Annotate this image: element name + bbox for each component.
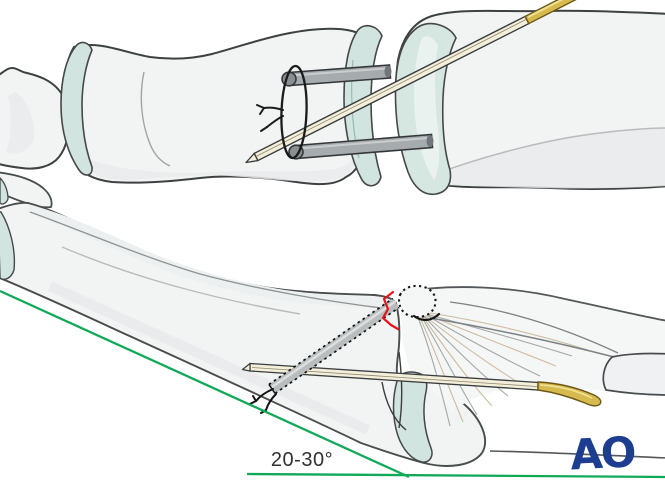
annotations: 20-30° AO [0, 289, 665, 480]
joint-capsule-line-2 [381, 381, 407, 431]
dorsal-soft-tissue-outline [401, 286, 665, 322]
fracture-line [381, 290, 400, 331]
knot-tail-3 [260, 126, 268, 132]
fan-line [422, 312, 573, 357]
dashed-pin-highlight [271, 299, 397, 389]
knot-strand-2 [266, 115, 284, 128]
angle-line-horizontal [246, 472, 665, 479]
dashed-pin-edge-2 [274, 306, 400, 395]
cartilage-sliver-upper [0, 177, 9, 205]
knot-strand-2 [265, 393, 277, 411]
extensor-band-fill [28, 205, 394, 310]
knot-tail-1 [249, 400, 257, 405]
metacarpal-shaft [602, 352, 665, 396]
phalanx-interior-highlight [61, 246, 301, 315]
phalanx-volar-shading [47, 281, 371, 435]
upper-fixation-pin [281, 64, 392, 87]
middle-bone-shading [84, 148, 360, 182]
cartilage-left-joint [60, 41, 93, 176]
gold-end-highlight [539, 384, 593, 399]
knot-tail-1 [256, 104, 265, 109]
angle-label: 20-30° [271, 449, 333, 471]
wire-knot-lower [249, 388, 277, 414]
left-bone [0, 66, 71, 170]
joint-capsule-line-1 [398, 351, 403, 429]
cartilage-sliver-base [0, 211, 16, 280]
fan-line [417, 309, 493, 407]
k-wire-gold-end [524, 0, 577, 25]
bottom-illustration [0, 171, 665, 467]
right-bone-shading [420, 128, 665, 189]
k-wire-midline [255, 19, 527, 157]
tendon-edge-lower [429, 317, 615, 358]
avulsion-fragment-dotted [397, 284, 437, 319]
knot-strand-1 [263, 106, 284, 111]
bent-gold-wire-end [537, 381, 602, 407]
middle-bone-interior-line [140, 71, 171, 167]
tendon-edge-upper [449, 301, 619, 354]
oblique-k-wire [245, 0, 577, 164]
upper-pin-highlight [291, 67, 387, 77]
cerclage-wire-loop [280, 64, 308, 160]
knot-tail-2 [252, 395, 257, 402]
cerclage-knot [256, 104, 284, 132]
right-bone-highlight-curve [419, 127, 665, 181]
adjacent-bone-piece [0, 171, 53, 209]
fan-line [423, 311, 589, 351]
knot-tail-2 [259, 107, 265, 115]
extensor-band-edge [29, 211, 391, 310]
fragment-solid-arc [412, 312, 441, 321]
axial-k-wire [241, 362, 602, 407]
k-wire-gold-highlight [527, 0, 564, 18]
volar-soft-tissue-line [489, 450, 665, 459]
axial-wire-tip [241, 362, 251, 372]
dashed-pin-edge-1 [268, 297, 394, 386]
knot-strand-1 [255, 388, 274, 402]
fan-line [419, 311, 525, 387]
ao-logo: AO [569, 427, 636, 479]
condyle-cartilage [392, 371, 433, 463]
middle-bone [61, 27, 371, 186]
lower-pin-highlight [298, 137, 429, 150]
top-illustration [0, 0, 665, 196]
lower-pin-end-shadow [426, 135, 434, 147]
upper-pin-end-shadow [384, 65, 392, 78]
lower-fixation-pin [288, 133, 434, 160]
k-wire-tip [245, 152, 259, 164]
left-bone-shading [6, 92, 35, 154]
angle-line-oblique [0, 289, 410, 479]
